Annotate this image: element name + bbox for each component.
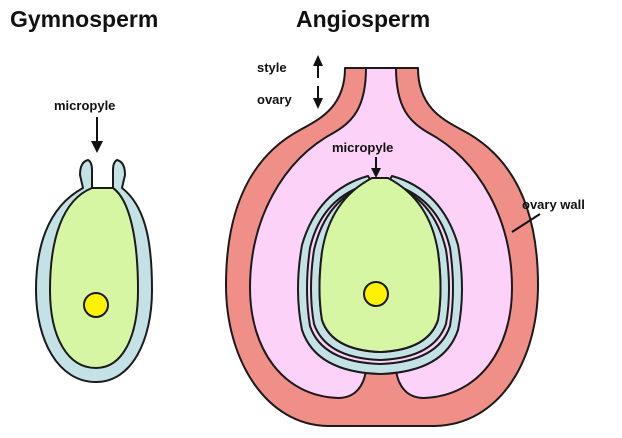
angiosperm-title: Angiosperm — [296, 6, 430, 32]
angiosperm-nucellus — [318, 177, 442, 353]
angiosperm-micropyle-arrowhead — [371, 168, 381, 178]
ovary-arrowhead — [313, 98, 323, 109]
gymnosperm-nucellus — [49, 187, 139, 369]
ovary-wall-pointer — [511, 213, 541, 233]
gymnosperm-micropyle-label: micropyle — [54, 98, 115, 113]
gymnosperm-ovule: micropyle — [35, 98, 153, 383]
gymnosperm-title: Gymnosperm — [10, 6, 158, 32]
style-arrowhead — [313, 55, 323, 66]
gymnosperm-egg — [83, 292, 109, 318]
ovary-wall-label: ovary wall — [522, 197, 585, 212]
angiosperm-egg — [363, 281, 389, 307]
ovary-label: ovary — [257, 92, 292, 107]
style-label: style — [257, 60, 287, 75]
angiosperm-carpel — [225, 67, 539, 427]
gymnosperm-micropyle-arrowhead — [91, 141, 103, 153]
angiosperm-outer-integument — [297, 175, 463, 375]
angiosperm-micropyle-label: micropyle — [332, 140, 393, 155]
